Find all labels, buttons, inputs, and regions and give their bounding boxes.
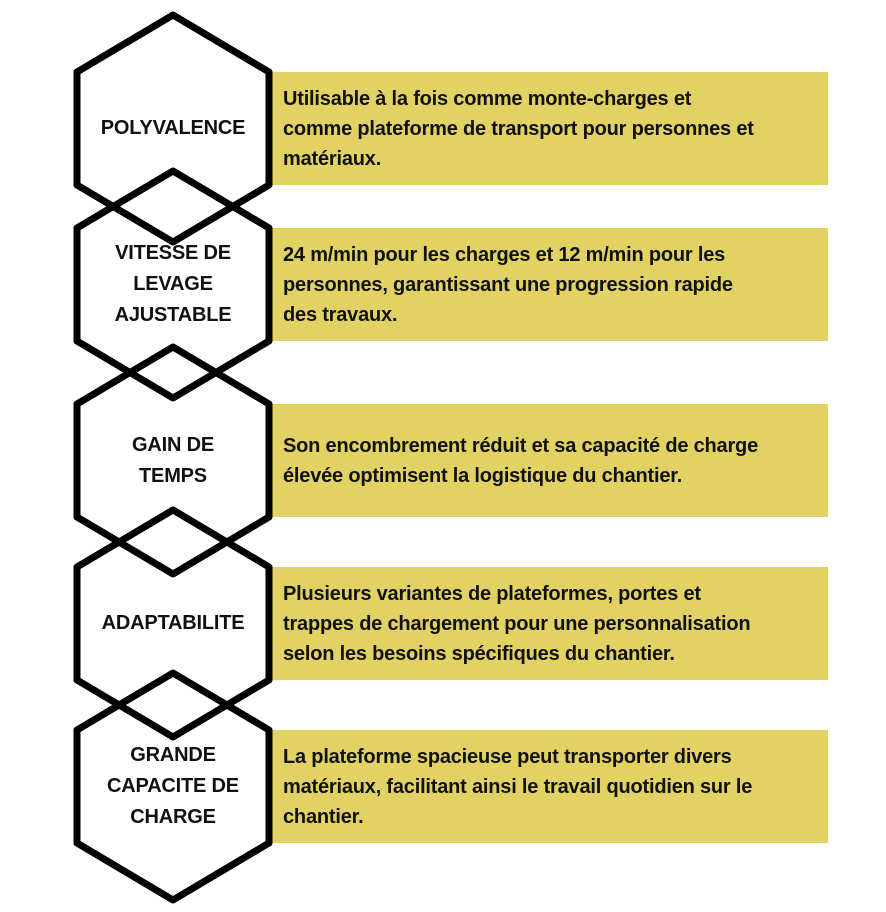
description-box-adaptabilite: Plusieurs variantes de plateformes, port…: [268, 567, 828, 680]
description-text: Plusieurs variantes de plateformes, port…: [283, 582, 751, 665]
hexagon-label-gain-de-temps: GAIN DE TEMPS: [132, 433, 214, 487]
description-text: Son encombrement réduit et sa capacité d…: [283, 434, 758, 487]
description-box-vitesse-de-levage: 24 m/min pour les charges et 12 m/min po…: [268, 228, 828, 341]
hexagon-label-polyvalence: POLYVALENCE: [100, 117, 246, 139]
description-text: 24 m/min pour les charges et 12 m/min po…: [283, 243, 733, 326]
description-box-grande-capacite: La plateforme spacieuse peut transporter…: [268, 730, 828, 843]
hexagon-label-adaptabilite: ADAPTABILITE: [101, 612, 245, 634]
hexagon-label-vitesse-de-levage: VITESSE DE LEVAGE AJUSTABLE: [114, 242, 232, 326]
description-box-polyvalence: Utilisable à la fois comme monte-charges…: [268, 72, 828, 185]
description-box-gain-de-temps: Son encombrement réduit et sa capacité d…: [268, 404, 828, 517]
description-text: La plateforme spacieuse peut transporter…: [283, 745, 753, 828]
hexagon-label-grande-capacite: GRANDE CAPACITE DE CHARGE: [107, 744, 239, 828]
description-text: Utilisable à la fois comme monte-charges…: [283, 87, 754, 170]
